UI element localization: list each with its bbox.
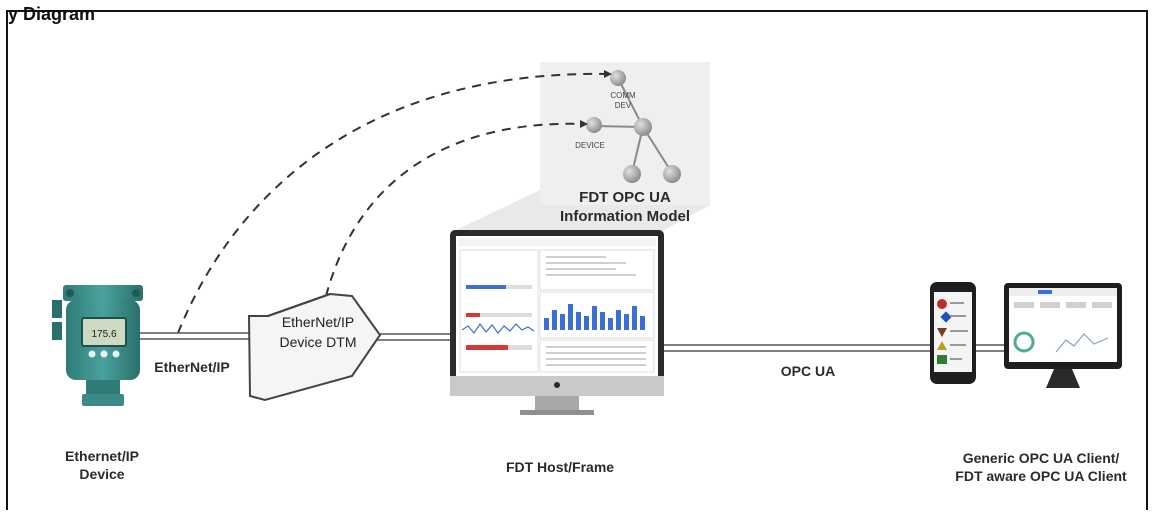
device-label-line1: Ethernet/IP [65, 448, 139, 464]
arrowhead-comm [604, 70, 612, 78]
dashed-link-comm-dev [177, 72, 609, 334]
dashed-link-device [325, 122, 585, 297]
client-label-line1: Generic OPC UA Client/ [962, 450, 1120, 466]
client-label-line2: FDT aware OPC UA Client [955, 468, 1127, 484]
diagram-frame: y Diagram [6, 4, 1148, 510]
info-model-title-line2: Information Model [560, 208, 690, 225]
tree-node-comm-dev [610, 70, 626, 86]
opc-ua-link [662, 344, 930, 352]
info-model-panel [540, 62, 710, 205]
phone-monitor-link [975, 344, 1004, 352]
opc-ua-link-label: OPC UA [780, 363, 836, 379]
tree-label-device: DEVICE [575, 141, 605, 150]
info-model-title-line1: FDT OPC UA [579, 189, 671, 206]
tree-node-leaf-right [663, 165, 681, 183]
client-monitor-icon [1004, 283, 1122, 388]
tree-node-device [586, 117, 602, 133]
host-frame-label: FDT Host/Frame [505, 459, 615, 475]
dtm-label-line1: EtherNet/IP [282, 314, 354, 330]
phone-icon [930, 282, 976, 384]
transmitter-reading: 175.6 [91, 329, 116, 340]
tree-node-leaf-left [623, 165, 641, 183]
dtm-label-line2: Device DTM [279, 334, 356, 350]
ethernet-ip-device-icon: 175.6 [52, 285, 143, 406]
arrowhead-device [580, 120, 588, 128]
tree-label-dev: DEV [615, 101, 632, 110]
host-monitor [450, 230, 664, 415]
dtm-host-link [375, 333, 452, 341]
ethernet-ip-link-label: EtherNet/IP [154, 359, 230, 375]
tree-node-branch [634, 118, 652, 136]
device-label-line2: Device [79, 466, 125, 482]
device-dtm-box [247, 292, 382, 402]
tree-label-comm: COMM [610, 91, 636, 100]
diagram-title: y Diagram [8, 4, 96, 24]
